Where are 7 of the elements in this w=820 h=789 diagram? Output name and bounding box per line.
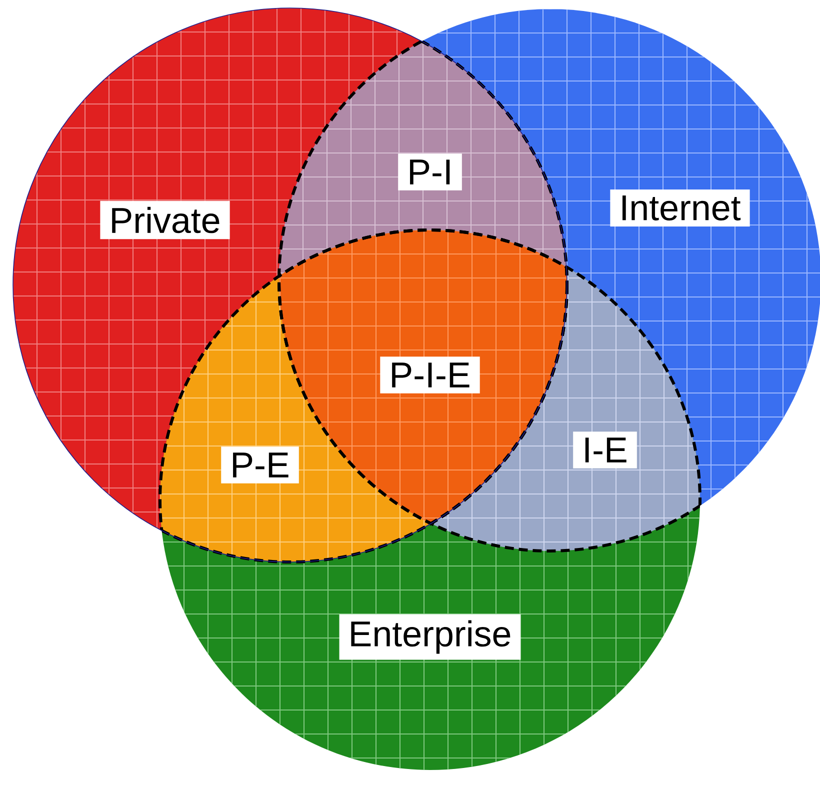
region-label: Enterprise [339,614,521,660]
region-label: I-E [573,432,637,468]
region-label: Internet [610,189,750,226]
region-label: P-I [398,154,462,190]
region-label: Private [100,200,230,240]
region-label: P-E [221,446,299,484]
region-label: P-I-E [380,356,480,394]
